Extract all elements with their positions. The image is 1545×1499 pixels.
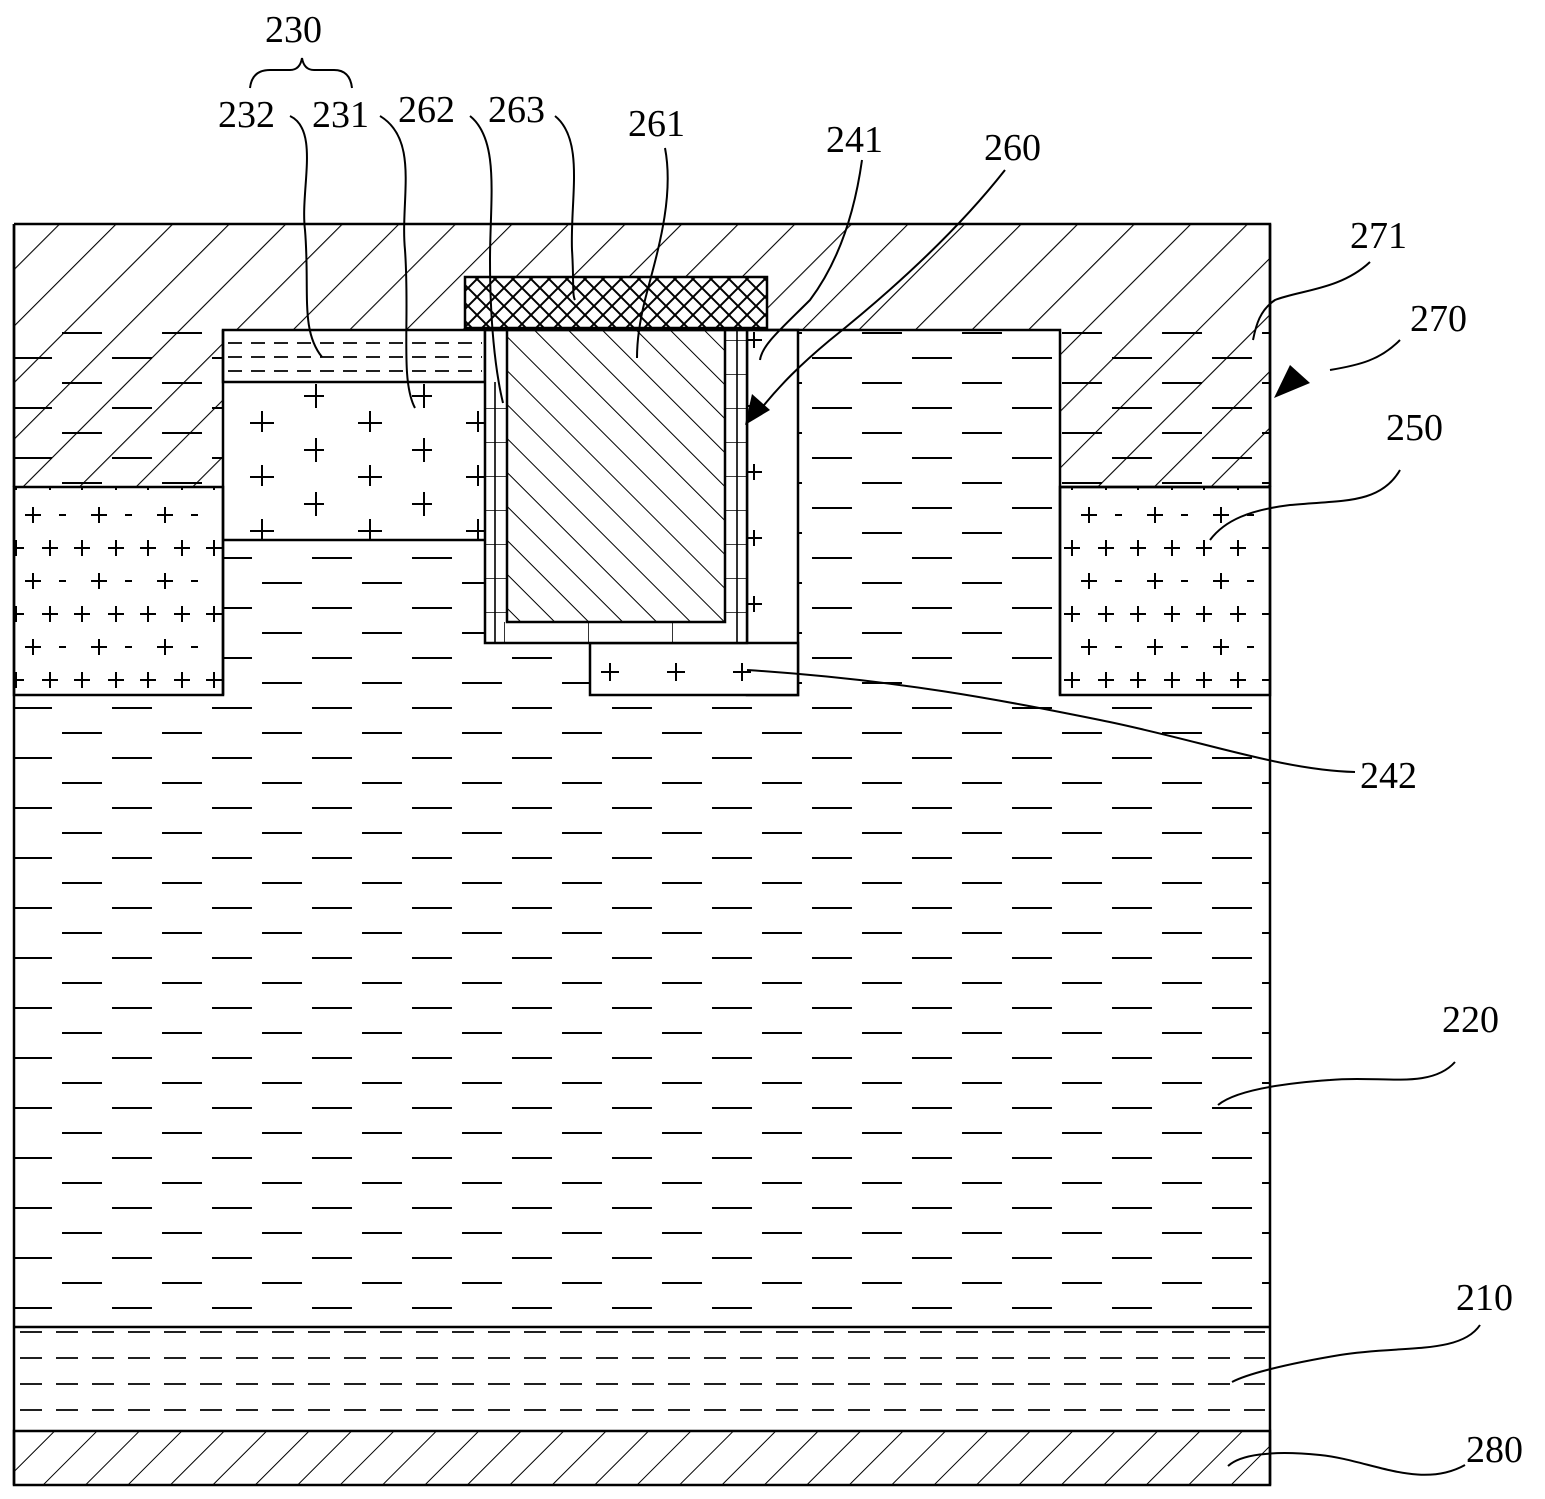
label-231: 231 [312,94,369,136]
brace-230 [249,57,353,89]
top-metal-271-left [14,330,223,487]
body-region-231 [223,382,485,540]
gate-electrode-261-fill [507,330,725,622]
label-250: 250 [1386,407,1443,449]
label-230: 230 [265,9,322,51]
doped-region-250-right-fill [1060,487,1270,695]
shield-region-241-fill [747,330,798,695]
doped-region-250-left-fill [14,487,223,695]
label-220: 220 [1442,999,1499,1041]
left-channel-region-dashes [223,540,485,695]
top-metal-271 [14,224,1270,487]
label-280: 280 [1466,1429,1523,1471]
shield-region-242-plus [601,663,751,681]
label-261: 261 [628,103,685,145]
source-layer-232 [221,328,487,384]
buffer-layer-210-dashes [20,1331,1265,1411]
label-271: 271 [1350,215,1407,257]
gate-oxide-262-right-bricks [725,330,747,643]
gate-cap-263-fill [465,277,767,328]
label-242: 242 [1360,755,1417,797]
shield-region-242 [588,641,800,697]
buffer-layer-210 [14,1327,1270,1431]
label-210: 210 [1456,1277,1513,1319]
leader-lines [289,115,1481,1476]
right-field-region-dashes [798,330,1060,695]
arrow-270 [1274,365,1310,398]
label-262: 262 [398,89,455,131]
back-metal-280 [12,1429,1272,1487]
source-layer-232-dashes [228,342,482,372]
gate-oxide-262-bottom-bricks [485,622,747,643]
label-260: 260 [984,127,1041,169]
gate-oxide-262-left-bricks [485,382,507,643]
label-270: 270 [1410,298,1467,340]
label-232: 232 [218,94,275,136]
label-263: 263 [488,89,545,131]
arrow-260 [745,394,770,425]
label-241: 241 [826,119,883,161]
